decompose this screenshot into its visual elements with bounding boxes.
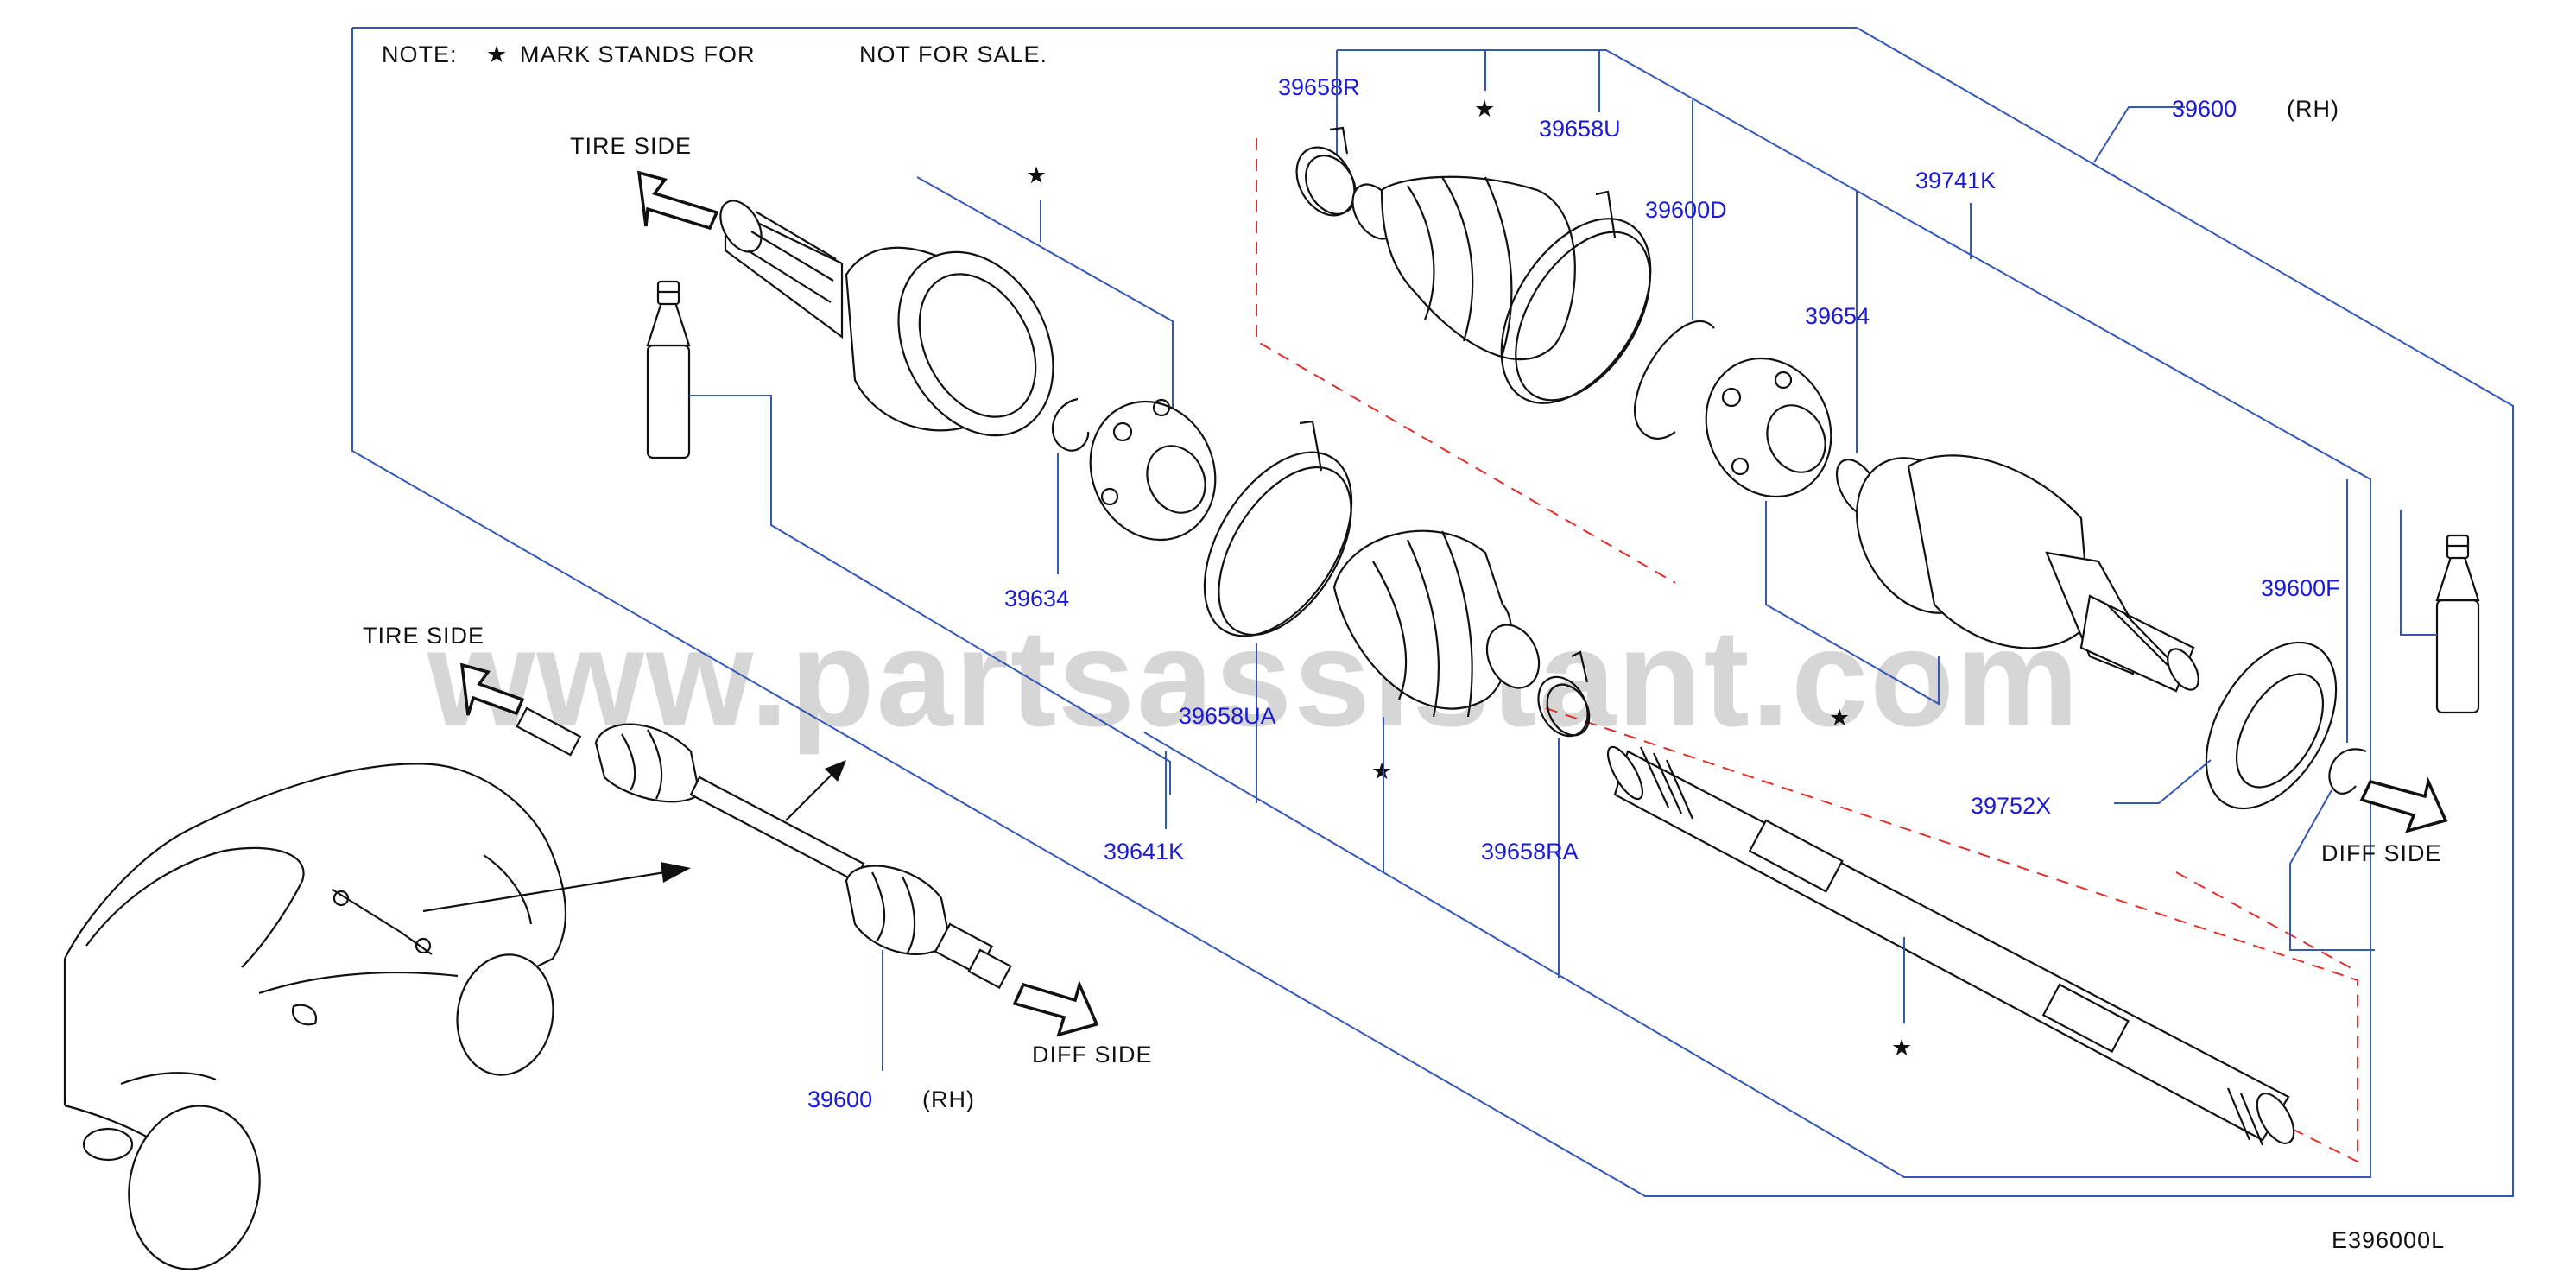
- note-prefix: NOTE:: [382, 41, 458, 67]
- callout-39641K: 39641K: [1104, 839, 1184, 865]
- band-39658R: [1295, 126, 1357, 217]
- small-band-39658RA: [1537, 650, 1591, 738]
- callout-39658R: 39658R: [1278, 74, 1360, 100]
- diff-side-right-arrow: [2359, 776, 2448, 833]
- leader-diff-side-right: [2289, 789, 2375, 951]
- star-boot-right: ★: [1474, 96, 1496, 122]
- callout-39658RA: 39658RA: [1481, 839, 1579, 865]
- alignment-line-middle: [1545, 707, 2358, 1163]
- boot-band-39658UA: [1203, 420, 1353, 637]
- leader-grease-right: [2400, 510, 2437, 636]
- band-39658U: [1500, 190, 1652, 404]
- inner-race-cage-right: [1705, 357, 1832, 498]
- callout-39600-top-side: (RH): [2287, 96, 2339, 122]
- callout-39752X: 39752X: [1971, 793, 2051, 819]
- tire-side-lower-arrow: [459, 662, 525, 716]
- diff-side-lower-label: DIFF SIDE: [1032, 1042, 1153, 1067]
- callout-39600D: 39600D: [1645, 197, 1727, 223]
- leader-star-outer-right: [1765, 501, 1940, 706]
- tire-side-upper-label: TIRE SIDE: [570, 133, 692, 159]
- diff-side-right-label: DIFF SIDE: [2321, 840, 2442, 866]
- watermark-text: www.partsassistant.com: [427, 600, 2080, 755]
- diagram-code: E396000L: [2332, 1227, 2445, 1253]
- star-shaft: ★: [1891, 1035, 1913, 1061]
- pointer-arrow-upper: [785, 760, 846, 821]
- callout-39634: 39634: [1004, 586, 1069, 611]
- outer-joint-housing: [719, 200, 1054, 437]
- callout-39600-bottom-side: (RH): [922, 1086, 975, 1112]
- callout-39658U: 39658U: [1539, 116, 1621, 142]
- callout-39600F: 39600F: [2261, 575, 2340, 601]
- alignment-line-right: [2175, 871, 2358, 972]
- callout-39658UA: 39658UA: [1179, 703, 1276, 729]
- note-text-part2: NOT FOR SALE.: [859, 41, 1047, 67]
- star-boot-left: ★: [1371, 758, 1393, 784]
- leader-39752X: [2114, 759, 2212, 804]
- vehicle-illustration: [63, 763, 567, 1270]
- outer-joint-right-housing: [1856, 454, 2199, 693]
- circlip-39600D: [1634, 320, 1715, 440]
- callout-39600-bottom: 39600: [807, 1086, 872, 1112]
- star-outer-joint-right: ★: [1829, 705, 1851, 731]
- inner-race-cage-left: [1089, 398, 1217, 542]
- alignment-line-upper: [1256, 138, 1676, 584]
- circlip-39600F: [2328, 748, 2367, 795]
- snap-ring-39634: [1051, 397, 1090, 452]
- callout-39741K: 39741K: [1915, 168, 1996, 193]
- note-text-part1: MARK STANDS FOR: [520, 41, 756, 67]
- tire-side-upper-arrow: [636, 170, 719, 231]
- assembly-outline-frame: [351, 27, 2514, 1197]
- callout-39600-top: 39600: [2172, 96, 2237, 122]
- callout-39654: 39654: [1805, 303, 1870, 329]
- kit-outline-frame: [1143, 49, 2371, 1178]
- assembled-drive-shaft: [516, 706, 1012, 989]
- diff-side-lower-arrow: [1012, 979, 1099, 1037]
- leader-39600-top: [2093, 106, 2185, 163]
- note-line: NOTE: ★ MARK STANDS FOR NOT FOR SALE.: [382, 41, 1047, 67]
- oil-seal-39752X: [2205, 641, 2338, 810]
- tire-side-lower-label: TIRE SIDE: [363, 623, 484, 649]
- star-outer-joint: ★: [1026, 162, 1047, 188]
- grease-tube-left: [646, 280, 691, 459]
- grease-tube-right: [2435, 534, 2480, 714]
- boot-left: [1332, 529, 1541, 718]
- drive-shaft-bar: [1606, 745, 2295, 1146]
- pointer-arrow-car: [422, 862, 691, 913]
- boot-right: [1351, 175, 1576, 361]
- note-star: ★: [486, 41, 508, 67]
- leader-grease-left: [689, 395, 1171, 795]
